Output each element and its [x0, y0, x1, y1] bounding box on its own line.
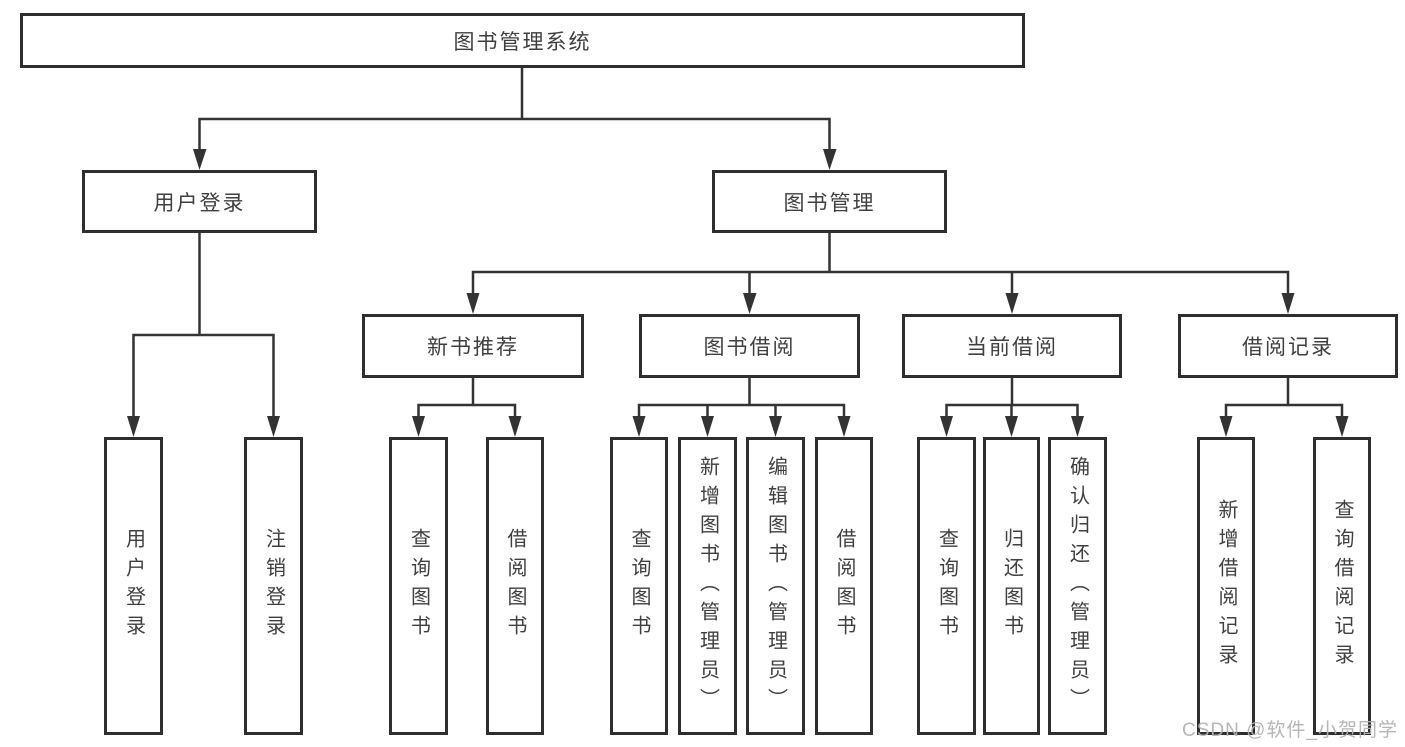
node-label: 查询图书	[407, 528, 430, 644]
node-label: 注销登录	[262, 528, 285, 644]
node-leaf-add-borrow-record: 新增借阅记录	[1197, 437, 1255, 735]
node-label: 当前借阅	[966, 336, 1058, 359]
node-label: 确认归还（管理员）	[1066, 455, 1089, 717]
node-label: 图书管理系统	[453, 30, 592, 54]
node-leaf-logout: 注销登录	[244, 437, 303, 735]
node-new-book-recommendation: 新书推荐	[362, 314, 584, 378]
node-leaf-return-books: 归还图书	[983, 437, 1040, 735]
node-leaf-edit-books-admin: 编辑图书（管理员）	[746, 437, 805, 735]
node-leaf-add-books-admin: 新增图书（管理员）	[678, 437, 737, 735]
node-leaf-query-borrow-record: 查询借阅记录	[1313, 437, 1371, 735]
node-leaf-borrow-books: 借阅图书	[815, 437, 873, 735]
node-label: 查询图书	[935, 528, 958, 644]
node-label: 图书管理	[783, 191, 876, 215]
node-leaf-query-books-recommend: 查询图书	[389, 437, 448, 735]
node-borrowing-records: 借阅记录	[1178, 314, 1398, 378]
node-label: 归还图书	[1000, 528, 1023, 644]
node-label: 新书推荐	[427, 336, 519, 359]
node-label: 用户登录	[153, 191, 246, 215]
node-label: 用户登录	[122, 528, 145, 644]
node-label: 图书借阅	[703, 336, 796, 359]
node-label: 借阅记录	[1242, 336, 1334, 359]
node-book-management: 图书管理	[712, 170, 947, 233]
node-label: 借阅图书	[504, 528, 526, 644]
node-user-login: 用户登录	[82, 170, 317, 233]
node-label: 新增图书（管理员）	[696, 455, 719, 717]
node-label: 新增借阅记录	[1215, 499, 1237, 673]
node-leaf-query-books-current: 查询图书	[917, 437, 976, 735]
node-book-borrowing: 图书借阅	[639, 314, 860, 378]
node-library-management-system: 图书管理系统	[20, 13, 1025, 68]
node-leaf-user-login: 用户登录	[104, 437, 163, 735]
node-label: 借阅图书	[833, 528, 855, 644]
arrowheads	[127, 149, 1349, 437]
node-label: 查询图书	[628, 528, 650, 644]
csdn-watermark: CSDN @软件_小贺同学	[1182, 720, 1398, 741]
node-label: 查询借阅记录	[1331, 499, 1353, 673]
node-leaf-borrow-books-recommend: 借阅图书	[486, 437, 544, 735]
node-current-borrowing: 当前借阅	[902, 314, 1122, 378]
node-label: 编辑图书（管理员）	[764, 455, 787, 717]
node-leaf-confirm-return-admin: 确认归还（管理员）	[1048, 437, 1107, 735]
node-leaf-query-books-borrowing: 查询图书	[610, 437, 668, 735]
